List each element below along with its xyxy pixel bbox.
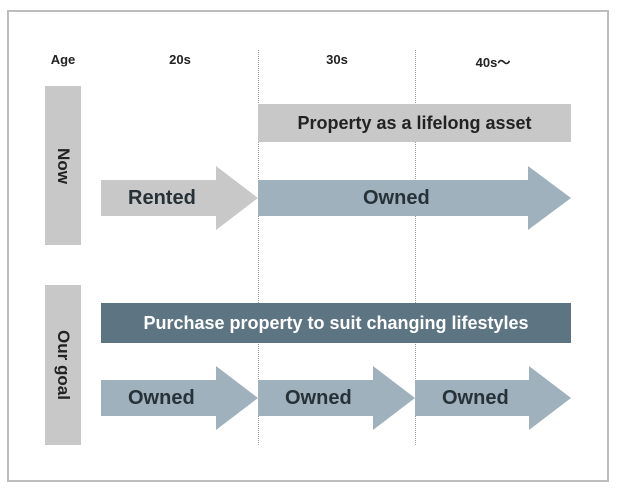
owned-arrow-goal-20s-label: Owned <box>128 386 195 409</box>
rented-arrow-label: Rented <box>128 186 196 209</box>
divider-30s <box>258 50 259 445</box>
lifelong-asset-band: Property as a lifelong asset <box>258 104 571 142</box>
row-label-goal-text: Our goal <box>54 330 73 400</box>
purchase-property-band: Purchase property to suit changing lifes… <box>101 303 571 343</box>
divider-40s <box>415 50 416 445</box>
owned-arrow-goal-40s: Owned <box>415 366 571 430</box>
owned-arrow-goal-20s: Owned <box>101 366 258 430</box>
owned-arrow-goal-30s-label: Owned <box>285 386 352 409</box>
owned-arrow-now: Owned <box>258 166 571 230</box>
row-label-now: Now <box>45 86 81 245</box>
col-header-30s: 30s <box>326 52 348 67</box>
rented-arrow: Rented <box>101 166 258 230</box>
row-label-now-text: Now <box>54 147 73 184</box>
col-header-20s: 20s <box>169 52 191 67</box>
col-header-40s: 40s～ <box>475 55 511 70</box>
row-label-goal: Our goal <box>45 285 81 445</box>
owned-arrow-goal-40s-label: Owned <box>442 386 509 409</box>
owned-arrow-now-label: Owned <box>363 186 430 209</box>
owned-arrow-goal-30s: Owned <box>258 366 415 430</box>
age-header: Age <box>50 52 76 67</box>
